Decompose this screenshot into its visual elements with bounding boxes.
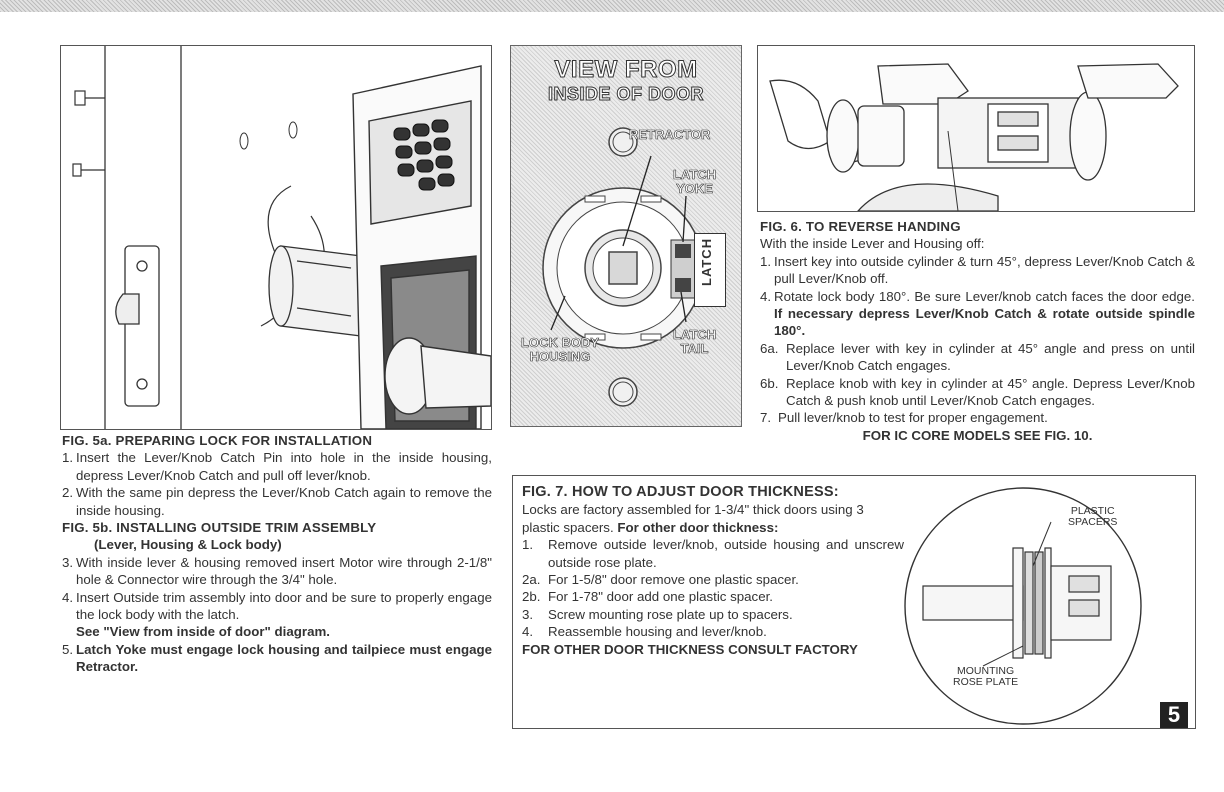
item-number: 5. [62, 641, 74, 657]
item-text: Screw mounting rose plate up to spacers. [548, 606, 793, 622]
item-text: Reassemble housing and lever/knob. [548, 624, 767, 640]
top-texture-band [0, 0, 1224, 12]
label-lock-body: LOCK BODY HOUSING [521, 335, 600, 364]
fig6-item-1: 1.Insert key into outside cylinder & tur… [760, 253, 1195, 288]
item-number: 2a. [522, 572, 541, 588]
fig5b-subheading: (Lever, Housing & Lock body) [94, 537, 282, 553]
item-text: For 1-5/8" door remove one plastic space… [548, 572, 799, 588]
fig6-item-6b: 6b. Replace knob with key in cylinder at … [760, 375, 1195, 410]
view-title-line1: VIEW FROM [554, 56, 698, 83]
item-number: 1. [522, 537, 534, 553]
view-title-line2: INSIDE OF DOOR [547, 84, 704, 105]
item-text: Pull lever/knob to test for proper engag… [778, 410, 1048, 426]
label-mounting-line2: ROSE PLATE [953, 676, 1019, 688]
item-text: Latch Yoke must engage lock housing and … [76, 641, 492, 675]
page-number-badge: 5 [1160, 702, 1188, 728]
item-text: Insert the Lever/Knob Catch Pin into hol… [76, 450, 492, 483]
fig7-item-3: 3. Screw mounting rose plate up to spacer… [522, 606, 904, 623]
fig7-intro: Locks are factory assembled for 1-3/4" t… [522, 502, 864, 535]
view-from-inside-diagram: VIEW FROM INSIDE OF DOOR RETRACTOR LATCH… [510, 45, 742, 427]
fig7-heading: FIG. 7. HOW TO ADJUST DOOR THICKNESS: [522, 484, 839, 500]
item-text: Replace knob with key in cylinder at 45°… [786, 375, 1195, 409]
fig7-item-4: 4. Reassemble housing and lever/knob. [522, 623, 904, 640]
item-number: 3. [62, 554, 74, 570]
fig5b-item-3: 3.With inside lever & housing removed in… [62, 554, 492, 589]
fig7-footer: FOR OTHER DOOR THICKNESS CONSULT FACTORY [522, 641, 858, 657]
label-latch-yoke: LATCH YOKE [673, 167, 717, 196]
label-mounting-line1: MOUNTING [957, 665, 1015, 677]
fig7-panel: PLASTIC SPACERS MOUNTING ROSE PLATE [512, 475, 1196, 729]
fig7-item-2b: 2b. For 1-78" door add one plastic spacer… [522, 588, 904, 605]
label-plastic-spacers: PLASTIC SPACERS [1068, 506, 1117, 528]
fig5a-item-1: 1.Insert the Lever/Knob Catch Pin into h… [62, 449, 492, 484]
fig5b-see-note: See "View from inside of door" diagram. [76, 624, 330, 640]
item-bold-text: If necessary depress Lever/Knob Catch & … [774, 306, 1195, 339]
fig5b-item-4: 4.Insert Outside trim assembly into door… [62, 589, 492, 624]
item-number: 2b. [522, 589, 541, 605]
item-number: 7. [760, 410, 772, 426]
item-text: For 1-78" door add one plastic spacer. [548, 589, 773, 605]
strike-plate-icon [115, 245, 160, 407]
lever-handle-icon [384, 337, 491, 415]
item-text: With the same pin depress the Lever/Knob… [76, 485, 492, 518]
item-text: With inside lever & housing removed inse… [76, 554, 492, 588]
fig6-footer: FOR IC CORE MODELS SEE FIG. 10. [862, 427, 1093, 443]
fig7-item-1: 1. Remove outside lever/knob, outside hou… [522, 536, 904, 571]
item-text: Insert Outside trim assembly into door a… [76, 589, 492, 623]
fig7-intro-bold: For other door thickness: [617, 519, 779, 535]
fig6-illustration [757, 45, 1195, 212]
item-number: 1. [62, 450, 74, 466]
fig5b-item-5: 5.Latch Yoke must engage lock housing an… [62, 641, 492, 676]
fig7-item-2a: 2a. For 1-5/8" door remove one plastic sp… [522, 571, 904, 588]
view-title: VIEW FROM INSIDE OF DOOR [511, 56, 741, 106]
label-latch-tail: LATCH TAIL [673, 327, 717, 356]
keypad-buttons [393, 119, 455, 191]
item-text: Insert key into outside cylinder & turn … [774, 253, 1195, 287]
label-latch-yoke-line2: YOKE [676, 181, 713, 196]
item-number: 6b. [760, 375, 779, 391]
label-latch: LATCH [699, 237, 714, 286]
label-plastic-line2: SPACERS [1068, 516, 1118, 528]
fig5b-heading: FIG. 5b. INSTALLING OUTSIDE TRIM ASSEMBL… [62, 520, 377, 536]
item-text: Replace lever with key in cylinder at 45… [786, 340, 1195, 374]
item-number: 4. [62, 589, 74, 605]
fig5-caption: FIG. 5a. PREPARING LOCK FOR INSTALLATION… [62, 432, 492, 676]
item-text: Rotate lock body 180°. Be sure Lever/kno… [774, 288, 1195, 304]
fig5-illustration [60, 45, 492, 430]
item-number: 4. [760, 288, 772, 304]
fig6-heading: FIG. 6. TO REVERSE HANDING [760, 219, 961, 234]
item-number: 6a. [760, 340, 779, 356]
label-latch-yoke-line1: LATCH [673, 167, 717, 182]
fig6-item-7: 7. Pull lever/knob to test for proper eng… [760, 409, 1195, 426]
item-text: Remove outside lever/knob, outside housi… [548, 537, 904, 570]
fig7-caption: FIG. 7. HOW TO ADJUST DOOR THICKNESS: Lo… [522, 484, 904, 658]
item-number: 4. [522, 624, 534, 640]
lock-body-icon [268, 245, 362, 337]
fig6-intro: With the inside Lever and Housing off: [760, 236, 985, 252]
label-mounting-rose-plate: MOUNTING ROSE PLATE [953, 666, 1018, 688]
label-latch-tail-line1: LATCH [673, 327, 717, 342]
label-retractor: RETRACTOR [629, 127, 711, 142]
label-latch-tail-line2: TAIL [680, 341, 709, 356]
item-number: 1. [760, 253, 772, 269]
item-number: 3. [522, 606, 534, 622]
fig5a-item-2: 2.With the same pin depress the Lever/Kn… [62, 484, 492, 519]
latch-tab: LATCH [694, 233, 726, 307]
label-lock-body-line1: LOCK BODY [521, 335, 600, 350]
fig5a-heading: FIG. 5a. PREPARING LOCK FOR INSTALLATION [62, 433, 373, 448]
label-lock-body-line2: HOUSING [529, 349, 591, 364]
label-plastic-line1: PLASTIC [1070, 505, 1115, 517]
fig6-item-4: 4.Rotate lock body 180°. Be sure Lever/k… [760, 288, 1195, 340]
fig6-item-6a: 6a. Replace lever with key in cylinder at… [760, 340, 1195, 375]
fig6-caption: FIG. 6. TO REVERSE HANDING With the insi… [760, 218, 1195, 444]
connector-wire-icon [72, 90, 105, 177]
item-number: 2. [62, 485, 74, 501]
